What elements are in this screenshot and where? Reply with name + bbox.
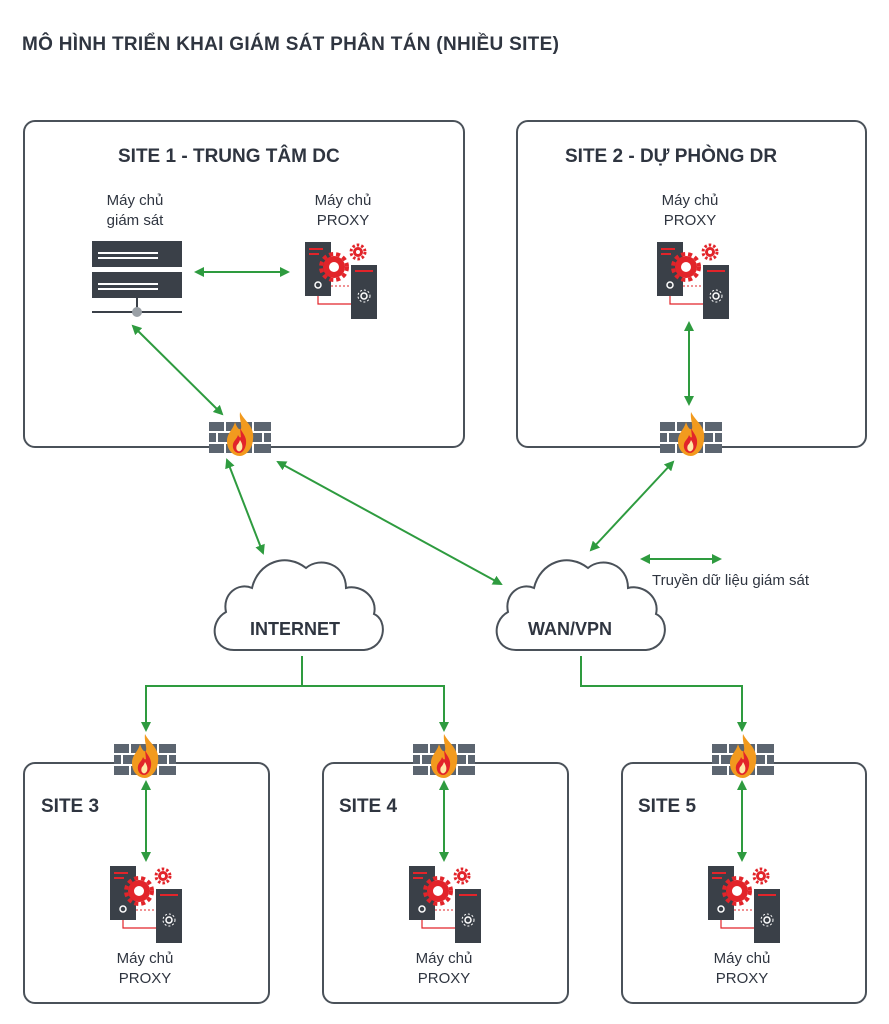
site-5-title: SITE 5 bbox=[638, 796, 697, 817]
proxy-label-line1: Máy chủ bbox=[415, 950, 473, 967]
site5-firewall-icon bbox=[711, 733, 775, 779]
link-internet-sites bbox=[145, 656, 303, 730]
site4-firewall-icon bbox=[412, 733, 476, 779]
link-firewall2-wan bbox=[589, 460, 675, 552]
internet-label: INTERNET bbox=[250, 619, 340, 639]
link-monitor-firewall1 bbox=[131, 324, 224, 416]
monitor-label-line2: giám sát bbox=[106, 212, 164, 229]
site-4-title: SITE 4 bbox=[339, 796, 398, 817]
wan-vpn-label: WAN/VPN bbox=[528, 619, 613, 639]
link-firewall1-internet bbox=[225, 458, 265, 555]
link-wan-site5 bbox=[580, 656, 747, 732]
proxy-label-line1: Máy chủ bbox=[116, 950, 174, 967]
monitoring-server-icon bbox=[92, 241, 182, 317]
site-1-title: SITE 1 - TRUNG TÂM DC bbox=[118, 146, 340, 167]
proxy-label-line2: PROXY bbox=[118, 970, 172, 987]
diagram-title: MÔ HÌNH TRIỂN KHAI GIÁM SÁT PHÂN TÁN (NH… bbox=[22, 34, 560, 55]
site3-proxy-server-icon bbox=[108, 864, 184, 945]
monitor-label-line1: Máy chủ bbox=[106, 192, 164, 209]
proxy-label-line2: PROXY bbox=[316, 212, 370, 229]
site-2-title: SITE 2 - DỰ PHÒNG DR bbox=[565, 146, 778, 167]
site3-firewall-icon bbox=[113, 733, 177, 779]
site1-proxy-label: Máy chủ PROXY bbox=[293, 191, 393, 231]
site2-proxy-server-icon bbox=[655, 240, 731, 321]
site1-firewall-icon bbox=[208, 411, 272, 457]
proxy-label-line2: PROXY bbox=[663, 212, 717, 229]
proxy-label-line1: Máy chủ bbox=[314, 192, 372, 209]
proxy-label-line2: PROXY bbox=[417, 970, 471, 987]
site3-proxy-label: Máy chủ PROXY bbox=[95, 949, 195, 989]
site-3-title: SITE 3 bbox=[41, 796, 100, 817]
link-firewall1-wan bbox=[276, 461, 503, 585]
site5-proxy-server-icon bbox=[706, 864, 782, 945]
proxy-label-line2: PROXY bbox=[715, 970, 769, 987]
proxy-label-line1: Máy chủ bbox=[661, 192, 719, 209]
site4-proxy-label: Máy chủ PROXY bbox=[394, 949, 494, 989]
proxy-label-line1: Máy chủ bbox=[713, 950, 771, 967]
site1-proxy-server-icon bbox=[303, 240, 379, 321]
site4-proxy-server-icon bbox=[407, 864, 483, 945]
link-internet-site4 bbox=[302, 685, 449, 732]
site2-proxy-label: Máy chủ PROXY bbox=[640, 191, 740, 231]
legend-text: Truyền dữ liệu giám sát bbox=[652, 572, 810, 589]
monitor-server-label: Máy chủ giám sát bbox=[85, 191, 185, 231]
site2-firewall-icon bbox=[659, 411, 723, 457]
site5-proxy-label: Máy chủ PROXY bbox=[692, 949, 792, 989]
